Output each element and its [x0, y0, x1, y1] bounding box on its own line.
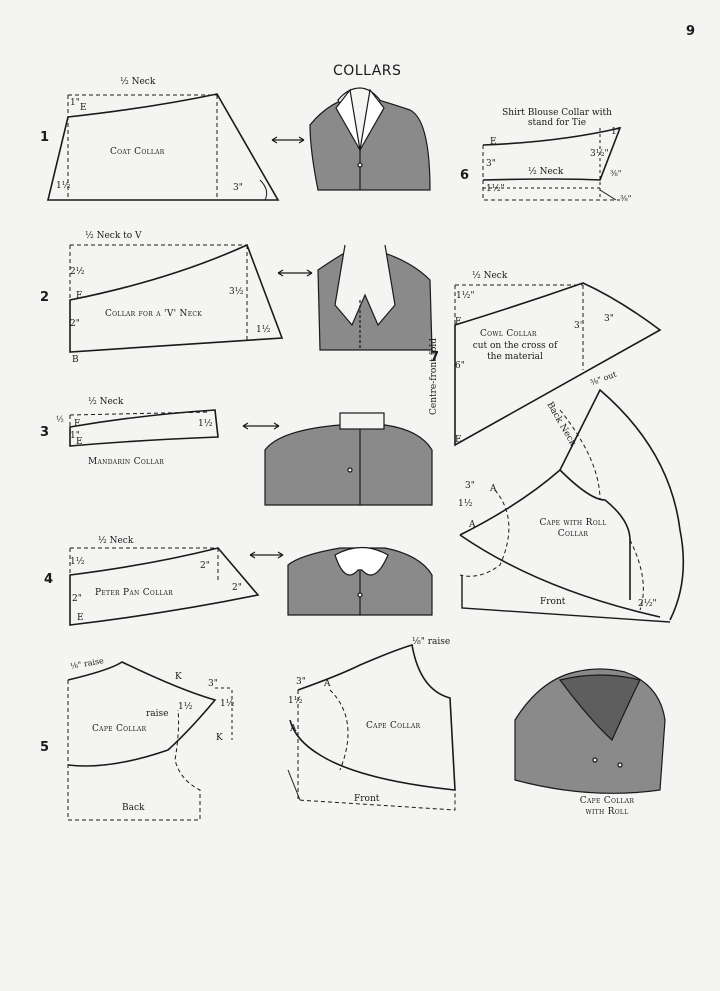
- illustration-caption-line1: Cape Collar: [579, 796, 635, 806]
- dim-label: 1½: [288, 696, 303, 706]
- mandarin-collar-pattern: [69, 409, 219, 447]
- dim-label: 3": [296, 677, 306, 687]
- illustration-peter-pan-collar: [287, 546, 433, 616]
- dim-label: 1½": [456, 291, 475, 301]
- dim-label: 2½: [70, 267, 85, 277]
- dim-label: 1": [70, 98, 80, 108]
- v-neck-collar-pattern: [69, 243, 284, 353]
- mandarin-neck-label: ½ Neck: [88, 397, 124, 407]
- dim-label: 3": [604, 314, 614, 324]
- peter-pan-collar-label: Peter Pan Collar: [95, 588, 174, 598]
- cape-roll-collar-pattern: [459, 388, 685, 623]
- dim-label: 6": [455, 361, 465, 371]
- page-title: COLLARS: [333, 63, 402, 79]
- dim-label: 2": [70, 319, 80, 329]
- shirt-blouse-collar-label: Shirt Blouse Collar with stand for Tie: [502, 108, 612, 129]
- mark-e: E: [76, 291, 83, 301]
- dim-label: 1½": [486, 184, 505, 194]
- dim-label: 1": [611, 127, 621, 137]
- illustration-coat-collar: [309, 87, 431, 191]
- cowl-neck-label: ½ Neck: [472, 271, 508, 281]
- mark-a: A: [290, 724, 297, 734]
- mark-b: B: [72, 355, 79, 365]
- dim-label: 1½: [178, 702, 193, 712]
- dim-label: 3½: [229, 287, 244, 297]
- dim-label: 2": [200, 561, 210, 571]
- mark-e: E: [77, 613, 84, 623]
- dim-label: ⅜": [620, 194, 632, 203]
- cowl-collar-pattern: [454, 282, 662, 447]
- cape-collar-back-pattern: [67, 661, 233, 821]
- mark-a: A: [469, 520, 476, 530]
- dim-label: ⅜": [610, 169, 622, 178]
- item-number-7: 7: [430, 350, 440, 365]
- cowl-collar-note: cut on the cross of the material: [472, 341, 558, 362]
- item-number-3: 3: [40, 425, 50, 440]
- dim-label: 3½": [590, 149, 609, 159]
- dim-label: 3": [233, 183, 243, 193]
- mark-e: E: [490, 137, 497, 147]
- item-number-4: 4: [44, 572, 54, 587]
- dim-label: 2½": [638, 599, 657, 609]
- mark-k: K: [216, 733, 223, 743]
- mark-a: A: [324, 679, 331, 689]
- cape-center-raise-label: ⅛" raise: [412, 637, 451, 647]
- dim-label: 2": [232, 583, 242, 593]
- dim-label: 1½: [256, 325, 271, 335]
- cape-roll-front-label: Front: [540, 597, 566, 607]
- dim-label: 3': [574, 321, 583, 331]
- cape-collar-back-label: Cape Collar: [92, 724, 147, 734]
- illustration-caption-line2: with Roll: [585, 807, 629, 817]
- dim-label: 3": [465, 481, 475, 491]
- item-number-6: 6: [460, 168, 470, 183]
- v-neck-collar-label: Collar for a 'V' Neck: [105, 309, 203, 319]
- dim-label: 3": [208, 679, 218, 689]
- peter-pan-neck-label: ½ Neck: [98, 536, 134, 546]
- page-number: 9: [686, 24, 696, 39]
- coat-collar-pattern: [46, 93, 280, 201]
- item-number-2: 2: [40, 290, 50, 305]
- mark-e: E: [76, 437, 83, 447]
- shirt-neck-label: ½ Neck: [528, 167, 564, 177]
- dim-label: 1": [70, 431, 80, 441]
- cape-center-front-label: Front: [354, 794, 380, 804]
- dim-label: 1½: [56, 181, 71, 191]
- cape-roll-label: Cape with Roll Collar: [539, 518, 607, 540]
- dim-label: 1½: [220, 699, 235, 709]
- dim-label: 1½: [70, 557, 85, 567]
- coat-collar-neck-label: ½ Neck: [120, 77, 156, 87]
- dim-label: ½: [56, 415, 64, 424]
- mark-e: E: [455, 317, 462, 327]
- peter-pan-collar-pattern: [69, 547, 260, 626]
- dim-label: 1½: [198, 419, 213, 429]
- item-number-1: 1: [40, 130, 50, 145]
- mandarin-collar-label: Mandarin Collar: [88, 457, 165, 467]
- item-number-5: 5: [40, 740, 50, 755]
- back-label: Back: [122, 803, 145, 813]
- cape-raise-mid-label: raise: [146, 709, 169, 719]
- mark-a: A: [490, 484, 497, 494]
- illustration-mandarin-collar: [264, 412, 433, 506]
- mark-k: K: [175, 672, 182, 682]
- mark-e: E: [74, 419, 81, 429]
- dim-label: 3": [486, 159, 496, 169]
- coat-collar-label: Coat Collar: [110, 147, 165, 157]
- illustration-cape-with-roll: [514, 668, 666, 794]
- mark-e: E: [455, 435, 462, 445]
- illustration-v-neck-collar: [317, 244, 433, 351]
- dim-label: 2": [72, 594, 82, 604]
- shirt-blouse-collar-pattern: [482, 126, 622, 201]
- mark-e: E: [80, 103, 87, 113]
- cape-center-label: Cape Collar: [366, 721, 421, 731]
- dim-label: 1½: [458, 499, 473, 509]
- v-neck-neck-label: ½ Neck to V: [85, 231, 142, 241]
- centre-front-fold-label: Centre-front fold: [429, 337, 440, 416]
- cape-collar-front-pattern: [287, 643, 456, 811]
- cowl-collar-label: Cowl Collar: [480, 329, 537, 339]
